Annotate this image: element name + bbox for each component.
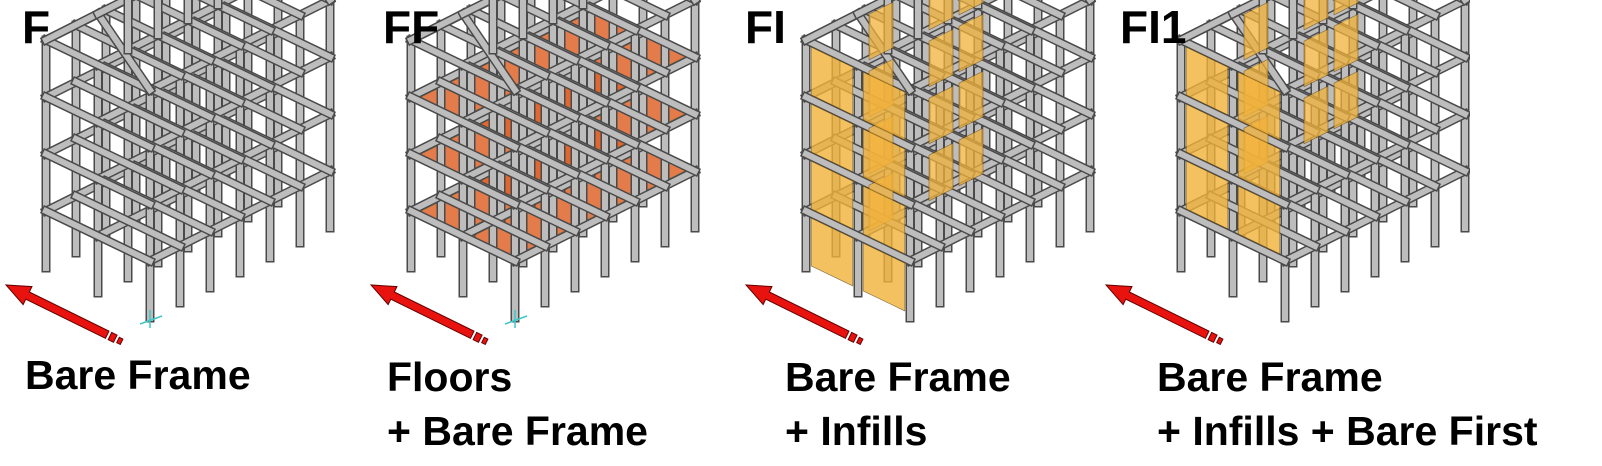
caption: Bare Frame + Infills + Bare First xyxy=(1157,350,1538,458)
seismic-direction-arrow-icon xyxy=(1104,284,1224,346)
beam-fill xyxy=(1021,0,1065,20)
beam-fill xyxy=(626,0,670,20)
caption-line: Bare Frame xyxy=(785,354,1011,400)
arrow-tail-block xyxy=(1216,336,1224,346)
arrow-tail-block xyxy=(107,331,118,343)
infill-panel xyxy=(958,127,984,187)
frame-model-fi1 xyxy=(1104,0,1470,346)
infill-panel xyxy=(868,1,894,61)
roof-rafter-fill xyxy=(1176,9,1238,45)
arrow-tail-block xyxy=(856,336,864,346)
support-icon xyxy=(504,310,528,328)
beam-fill xyxy=(1176,206,1290,266)
infill-panel xyxy=(1333,70,1359,130)
caption-line: Bare Frame xyxy=(25,352,251,398)
model-code: FI1 xyxy=(1120,1,1187,53)
seismic-direction-arrow-icon xyxy=(369,284,489,346)
infill-panel xyxy=(1237,71,1281,141)
caption: Bare Frame xyxy=(25,348,251,402)
beam-fill xyxy=(41,149,155,209)
infill-panel xyxy=(1185,103,1229,173)
roof-rafter-fill xyxy=(41,9,103,45)
caption-line: + Infills + Bare First xyxy=(1157,408,1538,454)
arrow-tail-block xyxy=(481,336,489,346)
beam-fill xyxy=(406,35,520,95)
frame-model-ff xyxy=(369,0,702,346)
caption-line: + Bare Frame xyxy=(387,408,648,454)
frame-model-fi xyxy=(744,0,1097,346)
infill-panel xyxy=(958,70,984,130)
seismic-direction-arrow-icon xyxy=(4,284,124,346)
infill-panel xyxy=(1303,28,1329,88)
beam-fill xyxy=(71,134,185,194)
infill-panel xyxy=(928,0,954,31)
support-icon xyxy=(139,310,163,328)
beam-fill xyxy=(436,134,550,194)
panel-fi: FI Bare Frame + Infills xyxy=(735,0,1105,466)
arrow-shaft xyxy=(744,284,850,339)
arrow-tail-block xyxy=(1207,331,1218,343)
beam-fill xyxy=(41,206,155,266)
infill-panel xyxy=(810,103,854,173)
infill-panel xyxy=(810,217,854,287)
caption-line: Floors xyxy=(387,354,513,400)
infill-panel xyxy=(928,142,954,202)
model-code: FF xyxy=(383,1,440,53)
caption: Floors + Bare Frame xyxy=(387,350,648,458)
beam-fill xyxy=(406,206,520,266)
roof-rafter-fill xyxy=(406,9,468,45)
beam-fill xyxy=(436,191,550,251)
caption: Bare Frame + Infills xyxy=(785,350,1011,458)
roof-rafter-fill xyxy=(801,9,863,45)
panel-f: F Bare Frame xyxy=(0,0,370,466)
beam-fill xyxy=(801,206,915,266)
infill-panel xyxy=(862,185,906,255)
infill-panel xyxy=(958,0,984,16)
panel-ff: FF Floors + Bare Frame xyxy=(365,0,735,466)
infill-panel xyxy=(810,46,854,116)
caption-line: Bare Frame xyxy=(1157,354,1383,400)
arrow-shaft xyxy=(4,284,110,339)
infill-panel xyxy=(862,71,906,141)
panel-fi1: FI1 Bare Frame + Infills + Bare First xyxy=(1100,0,1538,466)
arrow-tail-block xyxy=(472,331,483,343)
arrow-tail-block xyxy=(847,331,858,343)
beam-fill xyxy=(71,191,185,251)
infill-panel xyxy=(862,128,906,198)
beam-fill xyxy=(261,0,305,20)
arrow-shaft xyxy=(1104,284,1210,339)
infill-panel xyxy=(1243,1,1269,61)
infill-panel xyxy=(958,13,984,73)
beam-fill xyxy=(436,77,550,137)
model-code: F xyxy=(22,1,51,53)
infill-panel xyxy=(1333,0,1359,16)
infill-panel xyxy=(1237,128,1281,198)
infill-panel xyxy=(1333,13,1359,73)
infill-panel xyxy=(862,242,906,312)
infill-panel xyxy=(928,85,954,145)
infill-panel xyxy=(1303,0,1329,31)
beam-fill xyxy=(406,92,520,152)
infill-panel xyxy=(810,160,854,230)
arrow-shaft xyxy=(369,284,475,339)
beam-fill xyxy=(71,77,185,137)
beam-fill xyxy=(1396,0,1440,20)
beam-fill xyxy=(406,149,520,209)
infill-panel xyxy=(1237,185,1281,255)
infill-panel xyxy=(1185,160,1229,230)
infill-panel xyxy=(928,28,954,88)
beam-fill xyxy=(41,92,155,152)
frame-model-f xyxy=(4,0,337,346)
beam-fill xyxy=(41,35,155,95)
caption-line: + Infills xyxy=(785,408,928,454)
infill-panel xyxy=(1303,85,1329,145)
beam-fill xyxy=(1176,149,1290,209)
arrow-tail-block xyxy=(116,336,124,346)
model-code: FI xyxy=(745,1,786,53)
infill-panel xyxy=(1185,46,1229,116)
seismic-direction-arrow-icon xyxy=(744,284,864,346)
